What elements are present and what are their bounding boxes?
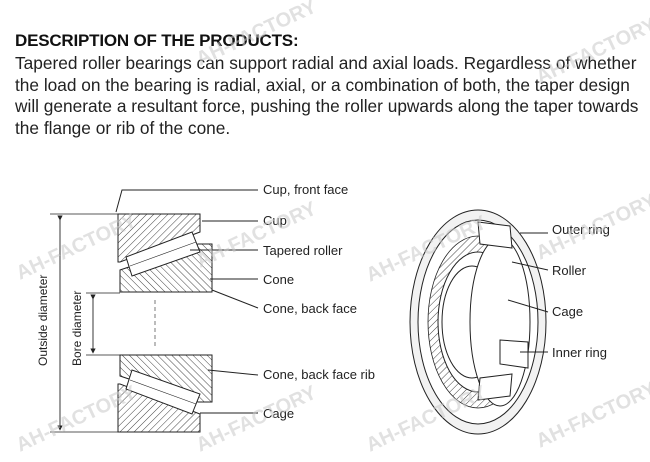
description-text: Tapered roller bearings can support radi… (15, 53, 639, 138)
label-roller: Roller (552, 263, 587, 278)
bearing-perspective-diagram (409, 209, 549, 435)
label-outer-ring: Outer ring (552, 222, 610, 237)
label-cone-back-face-rib: Cone, back face rib (263, 367, 375, 382)
label-inner-ring: Inner ring (552, 345, 607, 360)
label-cup: Cup (263, 213, 287, 228)
label-cone: Cone (263, 272, 294, 287)
watermark-2: AH-FACTORY (533, 13, 650, 88)
watermark-4: AH-FACTORY (193, 197, 321, 272)
outside-diameter-label: Outside diameter (36, 275, 50, 366)
label-cone-back-face: Cone, back face (263, 301, 357, 316)
label-cage-right: Cage (552, 304, 583, 319)
watermark-6: AH-FACTORY (533, 189, 650, 264)
description-heading: DESCRIPTION OF THE PRODUCTS: (15, 31, 299, 50)
label-cage-left: Cage (263, 406, 294, 421)
watermark-1: AH-FACTORY (193, 0, 321, 71)
label-tapered-roller: Tapered roller (263, 243, 343, 258)
watermark-10: AH-FACTORY (533, 377, 650, 452)
cross-section-diagram (50, 189, 259, 433)
bore-diameter-label: Bore diameter (70, 291, 84, 366)
label-cup-front-face: Cup, front face (263, 182, 348, 197)
